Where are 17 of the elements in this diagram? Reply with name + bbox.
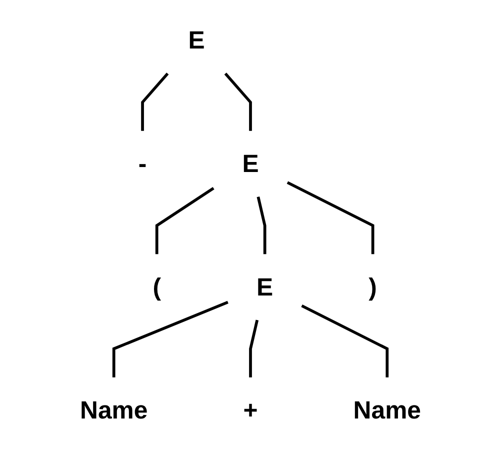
node-text: E	[256, 272, 274, 301]
node-text: E	[188, 26, 205, 54]
connector	[256, 196, 266, 254]
connector	[249, 320, 259, 378]
node-text: )	[368, 272, 377, 301]
node-text: Name	[353, 396, 421, 424]
connector	[112, 300, 228, 378]
connector	[155, 187, 214, 254]
node-text: Name	[80, 396, 148, 424]
node-text: -	[138, 149, 147, 178]
connector	[224, 72, 252, 131]
node-text: +	[243, 396, 258, 424]
connector	[141, 72, 169, 131]
node-text: (	[152, 272, 161, 301]
connector	[301, 304, 389, 378]
node-text: E	[242, 149, 259, 178]
connector	[286, 181, 374, 254]
